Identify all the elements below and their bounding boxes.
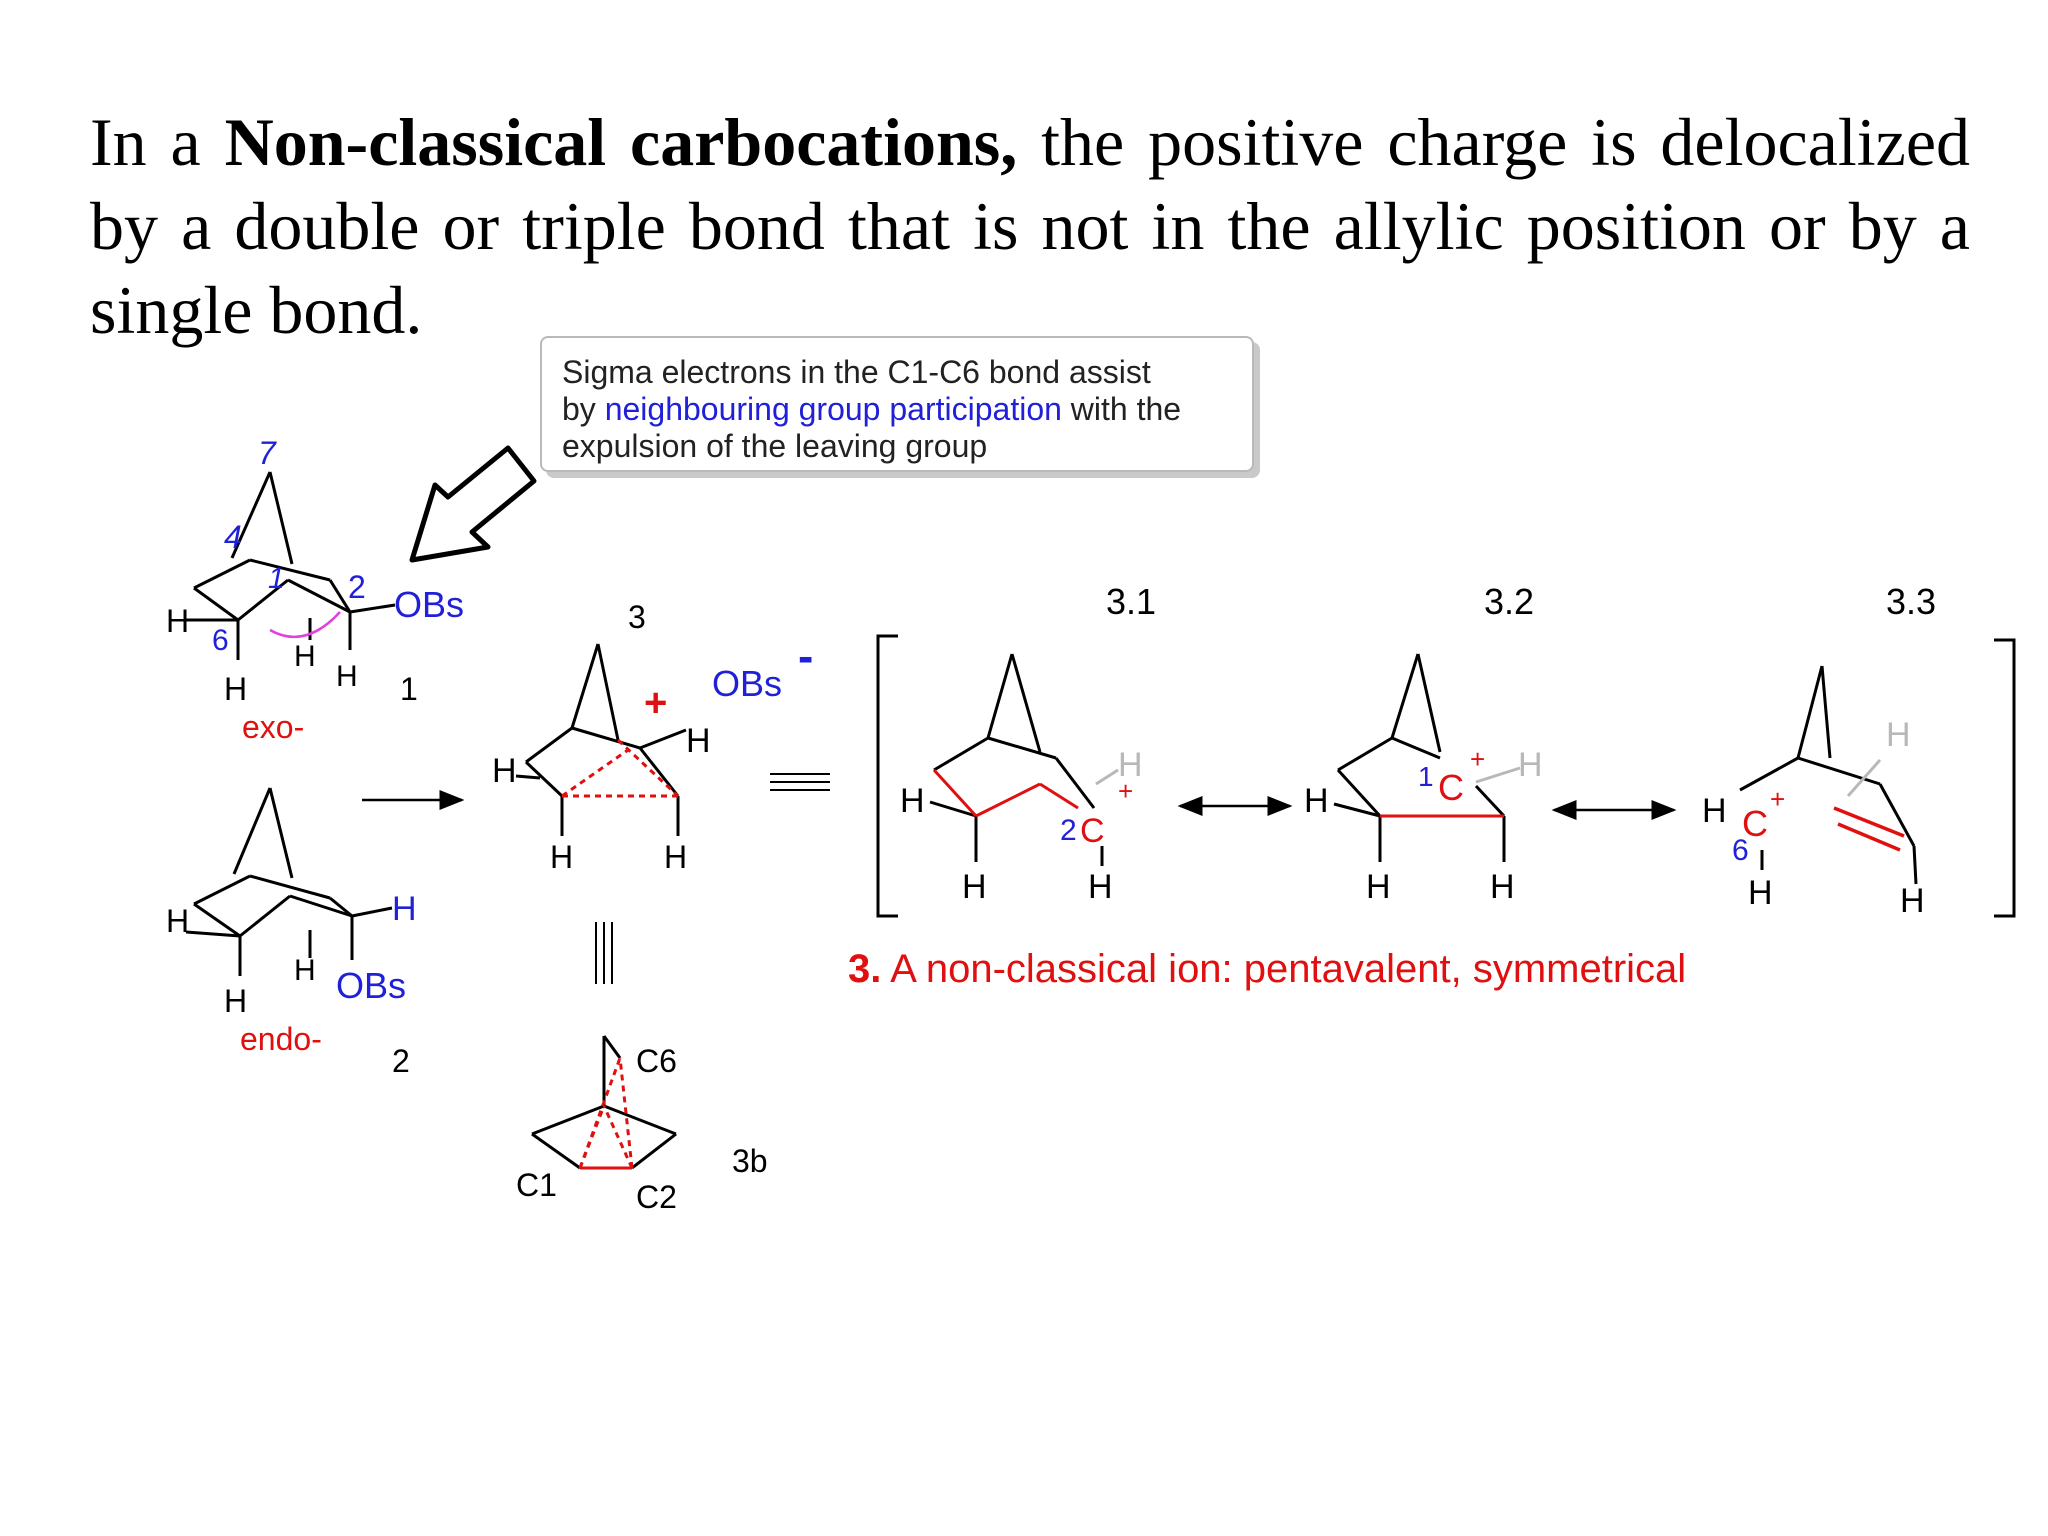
svg-text:H: H [1366,868,1391,906]
right-bracket [1994,638,2016,918]
neighbouring-group-link[interactable]: neighbouring group participation [604,391,1062,427]
svg-text:H: H [492,752,517,790]
svg-text:H: H [1900,882,1925,920]
svg-text:3.1: 3.1 [1106,581,1156,622]
resonance-3-3: 3.3 H H C + 6 H H [1702,581,1936,920]
svg-text:H: H [1088,868,1113,906]
svg-text:6: 6 [1732,834,1749,867]
svg-text:OBs: OBs [336,965,406,1006]
svg-text:H: H [224,983,247,1019]
svg-text:6: 6 [212,624,229,657]
svg-text:H: H [392,890,417,928]
resonance-3-2: 3.2 1 C + H H H H [1304,581,1543,906]
svg-text:H: H [962,868,987,906]
svg-text:OBs: OBs [394,584,464,625]
equivalence-horizontal [770,773,830,791]
svg-text:C: C [1742,803,1768,844]
callout-line-1: Sigma electrons in the C1-C6 bond assist [562,354,1151,390]
svg-text:2: 2 [348,569,366,605]
heading-text: In a Non-classical carbocations, the pos… [90,104,1971,348]
svg-text:+: + [1770,784,1785,814]
svg-text:+: + [1118,776,1133,806]
svg-text:H: H [1518,746,1543,784]
svg-text:H: H [900,782,925,820]
svg-text:+: + [644,681,667,725]
svg-text:exo-: exo- [242,709,304,745]
svg-text:H: H [336,660,358,693]
svg-text:1: 1 [400,671,418,707]
svg-text:4: 4 [224,519,242,555]
molecule-exo-labels: 7 4 1 2 6 OBs H H H H 1 exo- [166,435,464,745]
svg-text:H: H [1748,874,1773,912]
svg-text:H: H [294,640,316,673]
molecule-endo [185,787,393,976]
callout-box: Sigma electrons in the C1-C6 bond assist… [540,336,1254,472]
svg-text:endo-: endo- [240,1021,322,1057]
svg-text:H: H [166,903,189,939]
svg-text:H: H [294,954,316,987]
svg-text:H: H [224,671,247,707]
resonance-3-1: 3.1 H + 2 C H H H [900,581,1156,906]
svg-text:2: 2 [392,1043,410,1079]
svg-text:H: H [1886,716,1911,754]
callout-line-3: expulsion of the leaving group [562,428,988,464]
svg-text:3.2: 3.2 [1484,581,1534,622]
molecule-endo-labels: H H H OBs H endo- 2 [166,890,417,1079]
svg-text:3.3: 3.3 [1886,581,1936,622]
svg-text:H: H [664,839,687,875]
svg-text:H: H [166,603,189,639]
svg-text:7: 7 [258,435,277,471]
svg-text:H: H [1490,868,1515,906]
svg-text:-: - [798,630,813,682]
svg-text:C6: C6 [636,1043,677,1079]
svg-text:1: 1 [1418,761,1434,792]
svg-text:3: 3 [628,599,646,635]
structure-3: 3 + H H H H OBs - [492,599,813,875]
callout-line-2: by neighbouring group participation with… [562,391,1182,427]
svg-text:C: C [1438,767,1464,808]
svg-text:OBs: OBs [712,663,782,704]
svg-text:H: H [550,839,573,875]
svg-text:H: H [1118,746,1143,784]
hollow-arrow-icon [409,445,537,563]
svg-text:3b: 3b [732,1143,768,1179]
left-bracket [876,634,898,918]
heading-bold-term: Non-classical carbocations, [224,104,1018,180]
svg-text:C2: C2 [636,1179,677,1215]
svg-text:H: H [1702,792,1727,830]
svg-text:+: + [1470,744,1485,774]
electron-push-arrow-icon [269,611,341,639]
svg-text:C: C [1080,812,1105,850]
caption: 3. A non-classical ion: pentavalent, sym… [848,947,1686,991]
structure-3b: C6 C1 C2 3b [516,1035,768,1215]
equivalence-vertical [595,922,613,984]
svg-text:1: 1 [268,562,285,595]
svg-text:H: H [1304,782,1329,820]
svg-text:H: H [686,722,711,760]
molecule-exo [186,471,396,660]
svg-text:C1: C1 [516,1167,557,1203]
svg-text:2: 2 [1060,814,1077,847]
